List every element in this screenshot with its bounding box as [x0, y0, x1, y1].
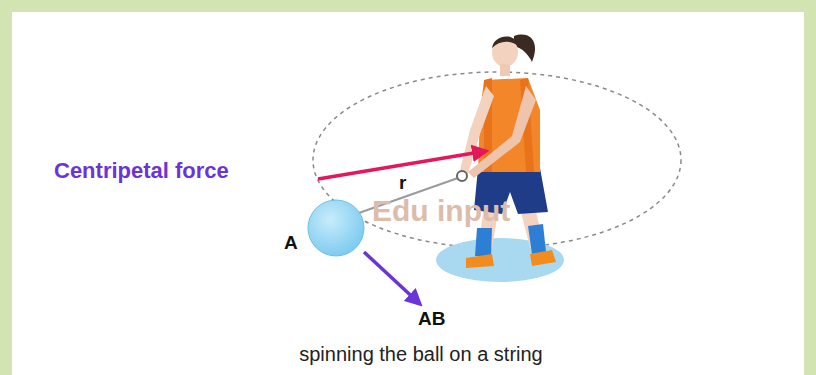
point-label: A: [284, 232, 298, 254]
watermark: Edu input: [372, 194, 510, 229]
caption: spinning the ball on a string: [299, 343, 543, 366]
tangent-label: AB: [418, 308, 445, 330]
radius-label: r: [399, 172, 406, 194]
ball: [308, 200, 364, 256]
force-label: Centripetal force: [54, 158, 229, 183]
velocity-arrow: [364, 252, 420, 304]
white-panel: [12, 12, 804, 375]
handle: [457, 171, 467, 181]
orbit-path: [313, 72, 681, 248]
